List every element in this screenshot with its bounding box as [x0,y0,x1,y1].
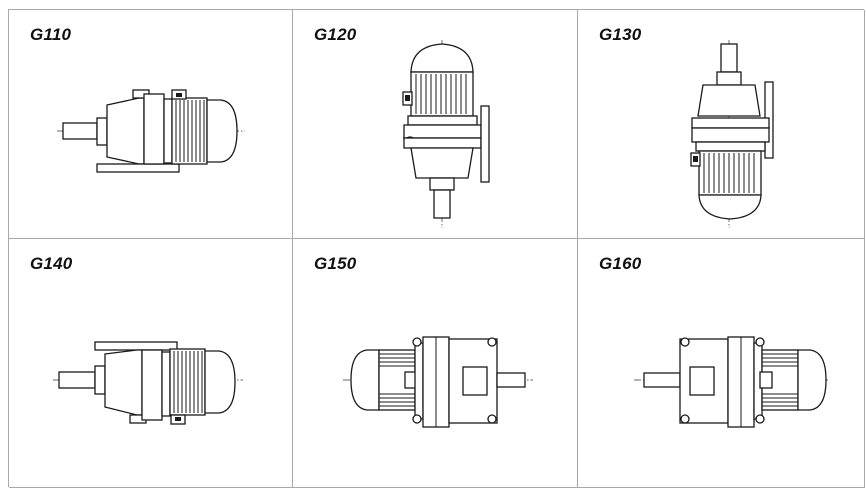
gearmotor-flange-vertical-shaft-up-icon [690,40,774,228]
variant-cell-g130: G130 [578,10,865,239]
gearmotor-top-view-shaft-right-icon [343,336,533,428]
variant-code: G120 [314,25,357,44]
mounting-positions-grid: G110 G120 [8,9,865,488]
variant-code: G110 [30,25,72,44]
variant-cell-g110: G110 [9,10,293,239]
variant-cell-g160: G160 [578,239,865,488]
gearmotor-top-view-shaft-left-icon [634,336,828,428]
variant-code: G130 [599,25,642,44]
variant-code: G140 [30,254,73,273]
gearmotor-foot-mounted-horizontal-icon [57,89,245,173]
variant-code: G150 [314,254,357,273]
variant-cell-g140: G140 [9,239,293,488]
gearmotor-foot-mounted-inverted-icon [53,341,243,425]
variant-cell-g120: G120 [293,10,578,239]
variant-cell-g150: G150 [293,239,578,488]
gearmotor-flange-vertical-shaft-down-icon [402,40,490,228]
variant-code: G160 [599,254,642,273]
